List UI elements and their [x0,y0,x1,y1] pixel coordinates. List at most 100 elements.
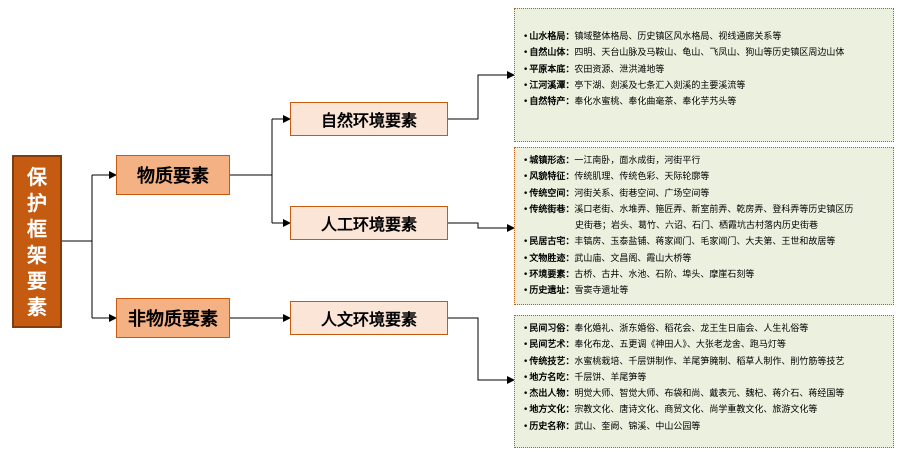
list-item: •民间习俗：奉化婚礼、浙东婚俗、稻花会、龙王生日庙会、人生礼俗等 [523,321,887,337]
list-item: 史街巷；岩头、葛竹、六诏、石门、栖霞坑古村落内历史街巷 [523,218,887,234]
list-item-text: 丰镐房、玉泰盐铺、蒋家阊门、毛家阊门、大夫第、王世和故居等 [574,237,836,248]
list-item: •山水格局：镇域整体格局、历史镇区风水格局、视线通廊关系等 [523,29,887,45]
list-item-text: 宗教文化、唐诗文化、商贸文化、尚学重教文化、旅游文化等 [574,405,818,416]
list-item-text: 亭下湖、剡溪及七条汇入剡溪的主要溪流等 [574,80,746,91]
list-item-text: 史街巷；岩头、葛竹、六诏、石门、栖霞坑古村落内历史街巷 [575,221,819,232]
list-item-key: 地方名吃： [529,372,575,383]
node-immaterial-elements: 非物质要素 [116,298,230,338]
root-char: 保 [27,164,47,189]
list-item: •历史名称：武山、奎阙、锦溪、中山公园等 [523,419,887,435]
bullet-icon: • [523,270,529,281]
list-item: •环境要素：古桥、古井、水池、石阶、埠头、摩崖石刻等 [523,267,887,283]
list-item-key: 风貌特征： [529,172,575,183]
list-item-key: 地方文化： [529,405,575,416]
material-branch-lines [230,115,291,227]
list-item-text: 四明、天台山脉及马鞍山、龟山、飞凤山、狗山等历史镇区周边山体 [574,48,845,59]
list-item-key: 江河溪潭： [529,80,575,91]
bullet-icon: • [523,32,529,42]
list-item-text: 河街关系、街巷空间、广场空间等 [574,188,710,199]
root-char: 护 [27,190,47,215]
list-item-key: 历史遗址： [529,286,575,297]
list-item: •地方文化：宗教文化、唐诗文化、商贸文化、尚学重教文化、旅游文化等 [523,402,887,418]
root-char: 框 [27,216,47,241]
bullet-icon: • [523,324,529,334]
list-item-key: 传统街巷： [529,204,575,215]
list-item-key: 民间艺术： [529,340,575,351]
bullet-icon: • [523,80,529,91]
list-item-key: 自然特产： [529,97,575,108]
list-item-key: 民间习俗： [529,324,575,334]
bullet-icon: • [523,286,529,297]
box-connector-lines [448,71,515,384]
node-natural-environment: 自然环境要素 [290,102,448,136]
bullet-icon: • [523,97,529,108]
bullet-icon: • [523,172,529,183]
list-item-text: 奉化水蜜桃、奉化曲毫茶、奉化芋艿头等 [574,97,737,108]
bullet-icon: • [523,356,529,367]
list-item: •杰出人物：明觉大师、智觉大师、布袋和尚、戴表元、魏杞、蒋介石、蒋经国等 [523,386,887,402]
natural-elements-box: •山水格局：镇域整体格局、历史镇区风水格局、视线通廊关系等•自然山体：四明、天台… [514,8,894,142]
list-item: •民居古宅：丰镐房、玉泰盐铺、蒋家阊门、毛家阊门、大夫第、王世和故居等 [523,234,887,250]
list-item: •自然特产：奉化水蜜桃、奉化曲毫茶、奉化芋艿头等 [523,94,887,110]
bullet-icon: • [523,156,529,166]
list-item-text: 武山、奎阙、锦溪、中山公园等 [574,421,701,432]
bullet-icon: • [523,64,529,75]
root-branch-lines [62,171,117,322]
list-item-text: 农田资源、泄洪滩地等 [574,64,665,75]
list-item-key: 传统技艺： [529,356,575,367]
list-item: •传统街巷：溪口老街、水堆弄、箍匠弄、新室前弄、乾房弄、登科弄等历史镇区历 [523,202,887,218]
list-item: •平原本底：农田资源、泄洪滩地等 [523,62,887,78]
bullet-icon: • [523,340,529,351]
list-item-text: 奉化婚礼、浙东婚俗、稻花会、龙王生日庙会、人生礼俗等 [574,324,809,334]
list-item-key: 城镇形态： [529,156,575,166]
node-artificial-environment: 人工环境要素 [290,206,448,240]
list-item-key: 自然山体： [529,48,575,59]
list-item-text: 水蜜桃栽培、千层饼制作、羊尾笋腌制、稻草人制作、削竹筋等技艺 [574,356,845,367]
list-item-text: 明觉大师、智觉大师、布袋和尚、戴表元、魏杞、蒋介石、蒋经国等 [574,389,845,400]
bullet-icon: • [523,372,529,383]
root-char: 要 [27,268,47,293]
list-item-text: 一江南卧，面水成街，河街平行 [574,156,701,166]
list-item: •江河溪潭：亭下湖、剡溪及七条汇入剡溪的主要溪流等 [523,78,887,94]
node-material-elements: 物质要素 [116,155,230,195]
list-item-key: 环境要素： [529,270,575,281]
bullet-icon: • [523,48,529,59]
list-item: •民间艺术：奉化布龙、五更调《神田人》、大张老龙舍、跑马灯等 [523,337,887,353]
list-item-text: 镇域整体格局、历史镇区风水格局、视线通廊关系等 [574,32,782,42]
humanistic-elements-box: •民间习俗：奉化婚礼、浙东婚俗、稻花会、龙王生日庙会、人生礼俗等•民间艺术：奉化… [514,315,894,448]
bullet-icon: • [523,405,529,416]
list-item-key: 杰出人物： [529,389,575,400]
bullet-icon: • [523,188,529,199]
artificial-elements-box: •城镇形态：一江南卧，面水成街，河街平行•风貌特征：传统肌理、传统色彩、天际轮廓… [514,147,894,305]
list-item: •自然山体：四明、天台山脉及马鞍山、龟山、飞凤山、狗山等历史镇区周边山体 [523,45,887,61]
list-item-text: 千层饼、羊尾笋等 [574,372,647,383]
list-item-text: 溪口老街、水堆弄、箍匠弄、新室前弄、乾房弄、登科弄等历史镇区历 [574,204,854,215]
list-item: •传统技艺：水蜜桃栽培、千层饼制作、羊尾笋腌制、稻草人制作、削竹筋等技艺 [523,354,887,370]
list-item-key: 传统空间： [529,188,575,199]
root-char: 素 [27,294,47,319]
list-item-key: 山水格局： [529,32,575,42]
list-item: •历史遗址：雪窦寺遗址等 [523,283,887,299]
list-item: •文物胜迹：武山庙、文昌阁、霞山大桥等 [523,251,887,267]
list-item-text: 传统肌理、传统色彩、天际轮廓等 [574,172,710,183]
list-item-key: 文物胜迹： [529,253,575,264]
bullet-icon: • [523,204,529,215]
bullet-icon: • [523,421,529,432]
list-item-text: 武山庙、文昌阁、霞山大桥等 [574,253,692,264]
bullet-icon: • [523,253,529,264]
list-item: •城镇形态：一江南卧，面水成街，河街平行 [523,153,887,169]
node-humanistic-environment: 人文环境要素 [290,301,448,335]
list-item-text: 奉化布龙、五更调《神田人》、大张老龙舍、跑马灯等 [574,340,786,351]
list-item: •风貌特征：传统肌理、传统色彩、天际轮廓等 [523,169,887,185]
list-item-key: 历史名称： [529,421,575,432]
bullet-icon: • [523,237,529,248]
list-item: •传统空间：河街关系、街巷空间、广场空间等 [523,186,887,202]
list-item-key: 民居古宅： [529,237,575,248]
list-item-key: 平原本底： [529,64,575,75]
bullet-icon: • [523,389,529,400]
root-char: 架 [27,242,47,267]
root-node-protection-framework: 保 护 框 架 要 素 [12,155,62,328]
list-item-text: 雪窦寺遗址等 [574,286,629,297]
list-item-text: 古桥、古井、水池、石阶、埠头、摩崖石刻等 [574,270,755,281]
